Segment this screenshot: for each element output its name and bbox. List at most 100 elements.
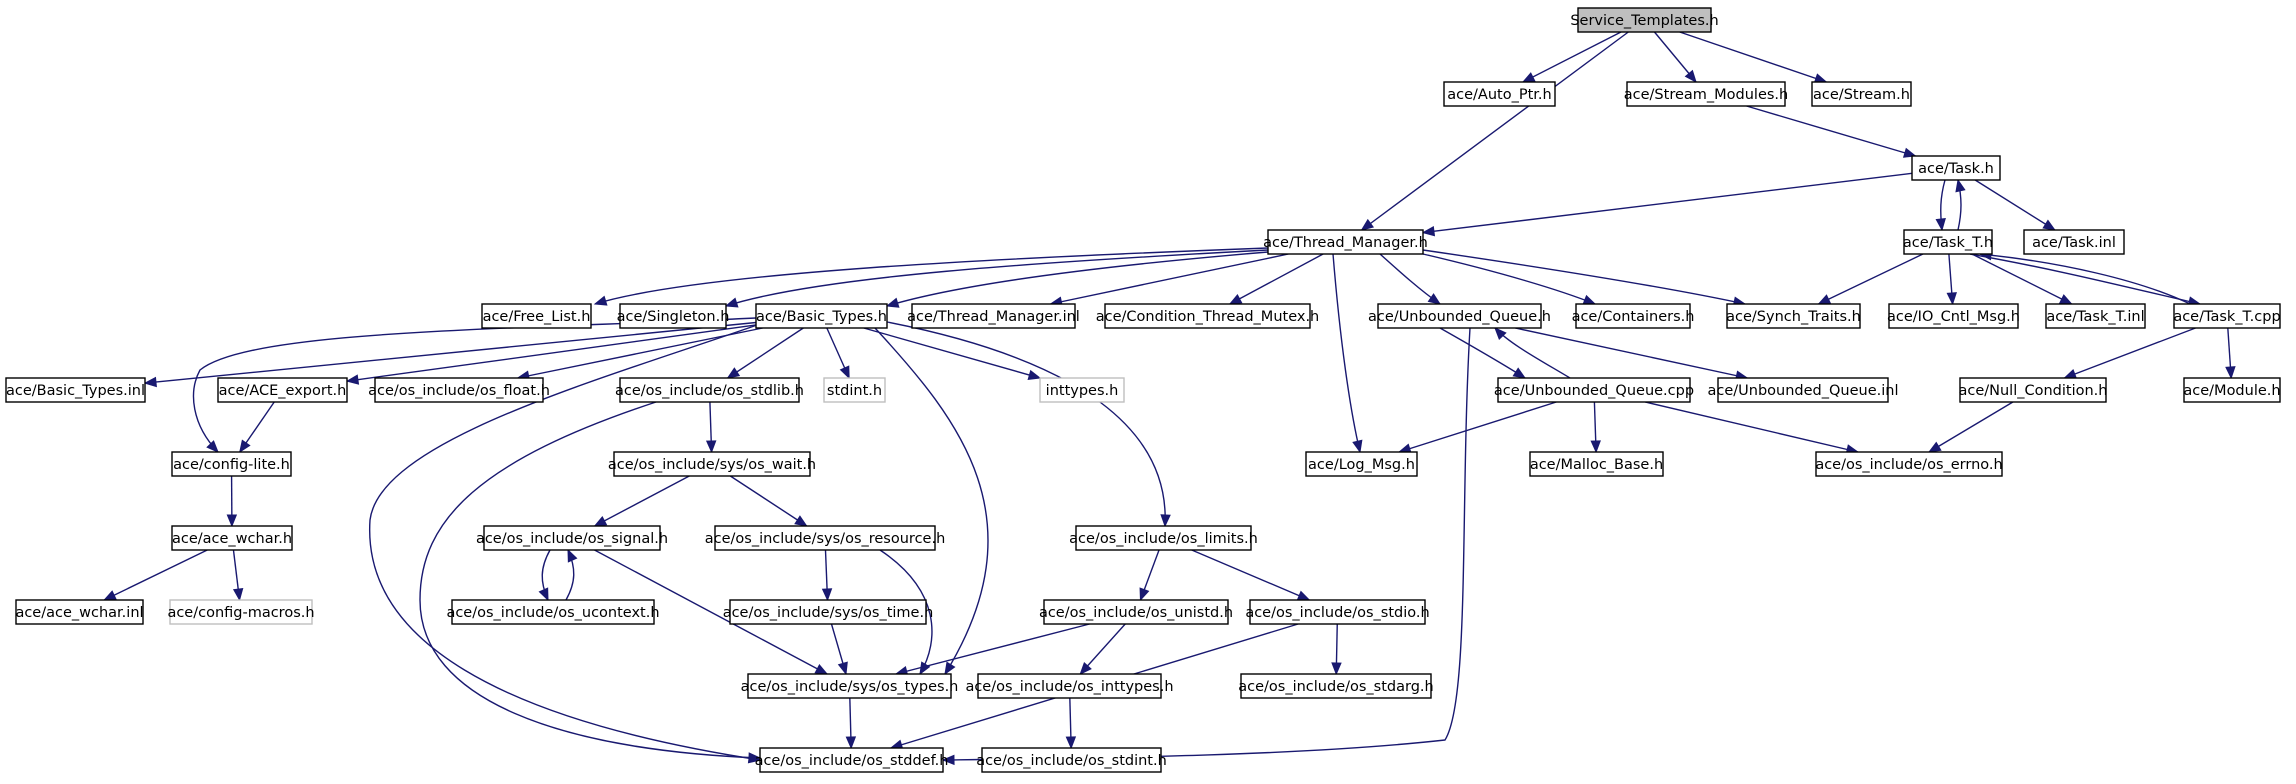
node-ace-basic-types-h[interactable]: ace/Basic_Types.h [755,303,888,329]
node-ace-os-include-os-stdio-h[interactable]: ace/os_include/os_stdio.h [1245,599,1430,625]
edge-n25-to-n13 [1494,327,1571,379]
node-stdint-h[interactable]: stdint.h [823,377,886,403]
node-ace-containers-h[interactable]: ace/Containers.h [1572,303,1695,329]
edge-n43-to-n46-arrowhead [1331,662,1342,676]
node-ace-ace-export-h[interactable]: ace/ACE_export.h [217,377,348,403]
node-label: ace/os_include/os_stdio.h [1245,605,1429,621]
edge-n34-to-n39-arrowhead [232,587,244,602]
node-ace-config-macros-h[interactable]: ace/config-macros.h [167,599,315,625]
edge-n36-to-n44 [879,549,933,675]
node-ace-os-include-os-stdint-h[interactable]: ace/os_include/os_stdint.h [976,747,1167,773]
edge-n6-to-n18 [1969,253,2201,305]
node-service-templates-h[interactable]: Service_Templates.h [1570,7,1719,33]
node-inttypes-h[interactable]: inttypes.h [1039,377,1125,403]
node-ace-unbounded-queue-h[interactable]: ace/Unbounded_Queue.h [1368,303,1551,329]
node-ace-log-msg-h[interactable]: ace/Log_Msg.h [1305,451,1418,477]
edge-n30-to-n35-arrowhead [593,515,608,527]
node-ace-os-include-sys-os-resource-h[interactable]: ace/os_include/sys/os_resource.h [705,525,946,551]
node-ace-basic-types-inl[interactable]: ace/Basic_Types.inl [5,377,146,403]
node-ace-null-condition-h[interactable]: ace/Null_Condition.h [1958,377,2108,403]
node-box [759,747,944,773]
node-ace-task-t-h[interactable]: ace/Task_T.h [1903,229,1993,255]
edge-n4-to-n7 [1974,179,2056,231]
node-ace-ace-wchar-inl[interactable]: ace/ace_wchar.inl [15,599,144,625]
edge-n6-to-n17-arrowhead [2058,294,2073,305]
edge-n0-to-n5 [1361,31,1629,231]
node-label: ace/os_include/os_ucontext.h [446,605,659,621]
node-label: ace/Task_T.inl [2046,309,2144,325]
node-ace-os-include-os-ucontext-h[interactable]: ace/os_include/os_ucontext.h [446,599,660,625]
edge-n4-to-n5 [1422,172,1913,234]
node-label: ace/Malloc_Base.h [1530,457,1663,473]
node-ace-os-include-os-inttypes-h[interactable]: ace/os_include/os_inttypes.h [965,673,1174,699]
node-label: ace/config-macros.h [167,605,314,621]
node-ace-os-include-sys-os-wait-h[interactable]: ace/os_include/sys/os_wait.h [608,451,816,477]
node-ace-io-cntl-msg-h[interactable]: ace/IO_Cntl_Msg.h [1887,303,2020,329]
node-box [217,377,348,403]
node-ace-os-include-os-unistd-h[interactable]: ace/os_include/os_unistd.h [1039,599,1233,625]
node-label: ace/Task.inl [2032,235,2116,251]
edge-n6-to-n17 [1971,253,2072,305]
edge-n10-to-n24-arrowhead [1027,369,1042,380]
edge-n22-to-n30-arrowhead [705,440,717,454]
node-ace-os-include-os-limits-h[interactable]: ace/os_include/os_limits.h [1069,525,1258,551]
node-ace-synch-traits-h[interactable]: ace/Synch_Traits.h [1726,303,1861,329]
edge-n13-to-n26 [1515,327,1748,379]
edge-n4-to-n5-arrowhead [1421,226,1436,237]
node-box [15,599,144,625]
edge-n13-to-n25 [1439,327,1526,379]
node-ace-os-include-os-errno-h[interactable]: ace/os_include/os_errno.h [1815,451,2003,477]
node-ace-thread-manager-inl[interactable]: ace/Thread_Manager.inl [907,303,1080,329]
edge-n10-to-n47 [369,323,761,761]
edge-n18-to-n6 [1979,253,2191,305]
edge-n27-to-n33 [1928,401,2014,453]
node-label: ace/Auto_Ptr.h [1447,87,1551,103]
node-ace-os-include-os-float-h[interactable]: ace/os_include/os_float.h [368,377,550,403]
node-ace-os-include-sys-os-types-h[interactable]: ace/os_include/sys/os_types.h [741,673,959,699]
edge-n5-to-n31 [1332,253,1361,453]
node-box [613,451,811,477]
edge-n30-to-n35 [594,475,690,527]
node-ace-module-h[interactable]: ace/Module.h [2183,377,2281,403]
edge-n0-to-n2-arrowhead [1684,69,1697,84]
node-box [1240,673,1432,699]
node-ace-unbounded-queue-cpp[interactable]: ace/Unbounded_Queue.cpp [1494,377,1694,403]
node-label: ace/ACE_export.h [219,383,347,399]
node-box [1626,81,1786,107]
edge-n5-to-n9 [725,249,1269,307]
node-label: ace/ace_wchar.inl [15,605,143,621]
node-ace-ace-wchar-h[interactable]: ace/ace_wchar.h [171,525,293,551]
node-ace-task-inl[interactable]: ace/Task.inl [2023,229,2125,255]
node-label: ace/os_include/sys/os_types.h [741,679,959,695]
node-ace-stream-modules-h[interactable]: ace/Stream_Modules.h [1624,81,1788,107]
edge-n5-to-n13 [1379,253,1441,305]
node-ace-os-include-os-stddef-h[interactable]: ace/os_include/os_stddef.h [755,747,949,773]
edge-n5-to-n12 [1229,253,1324,305]
node-ace-task-t-cpp[interactable]: ace/Task_T.cpp [2173,303,2281,329]
node-label: ace/Log_Msg.h [1308,457,1415,473]
node-ace-task-h[interactable]: ace/Task.h [1911,155,2001,181]
node-ace-thread-manager-h[interactable]: ace/Thread_Manager.h [1263,229,1428,255]
edge-n27-to-n33-arrowhead [1927,441,1942,453]
edge-n20-to-n29-arrowhead [239,439,251,454]
node-ace-os-include-os-stdarg-h[interactable]: ace/os_include/os_stdarg.h [1238,673,1434,699]
node-ace-task-t-inl[interactable]: ace/Task_T.inl [2045,303,2146,329]
edge-n37-to-n43 [1191,549,1310,601]
edge-n2-to-n4 [1746,105,1916,157]
node-ace-stream-h[interactable]: ace/Stream.h [1811,81,1912,107]
node-ace-config-lite-h[interactable]: ace/config-lite.h [171,451,292,477]
node-ace-singleton-h[interactable]: ace/Singleton.h [617,303,730,329]
node-ace-unbounded-queue-inl[interactable]: ace/Unbounded_Queue.inl [1708,377,1899,403]
edge-n22-to-n47 [419,401,761,759]
edge-n30-to-n36-arrowhead [794,515,808,527]
node-ace-os-include-os-stdlib-h[interactable]: ace/os_include/os_stdlib.h [615,377,804,403]
edge-n5-to-n13-arrowhead [1427,293,1442,305]
node-ace-os-include-sys-os-time-h[interactable]: ace/os_include/sys/os_time.h [723,599,934,625]
node-ace-os-include-os-signal-h[interactable]: ace/os_include/os_signal.h [476,525,668,551]
node-ace-malloc-base-h[interactable]: ace/Malloc_Base.h [1529,451,1664,477]
node-box [977,673,1162,699]
node-box [1305,451,1418,477]
node-ace-condition-thread-mutex-h[interactable]: ace/Condition_Thread_Mutex.h [1096,303,1320,329]
node-ace-free-list-h[interactable]: ace/Free_List.h [481,303,592,329]
node-ace-auto-ptr-h[interactable]: ace/Auto_Ptr.h [1443,81,1556,107]
